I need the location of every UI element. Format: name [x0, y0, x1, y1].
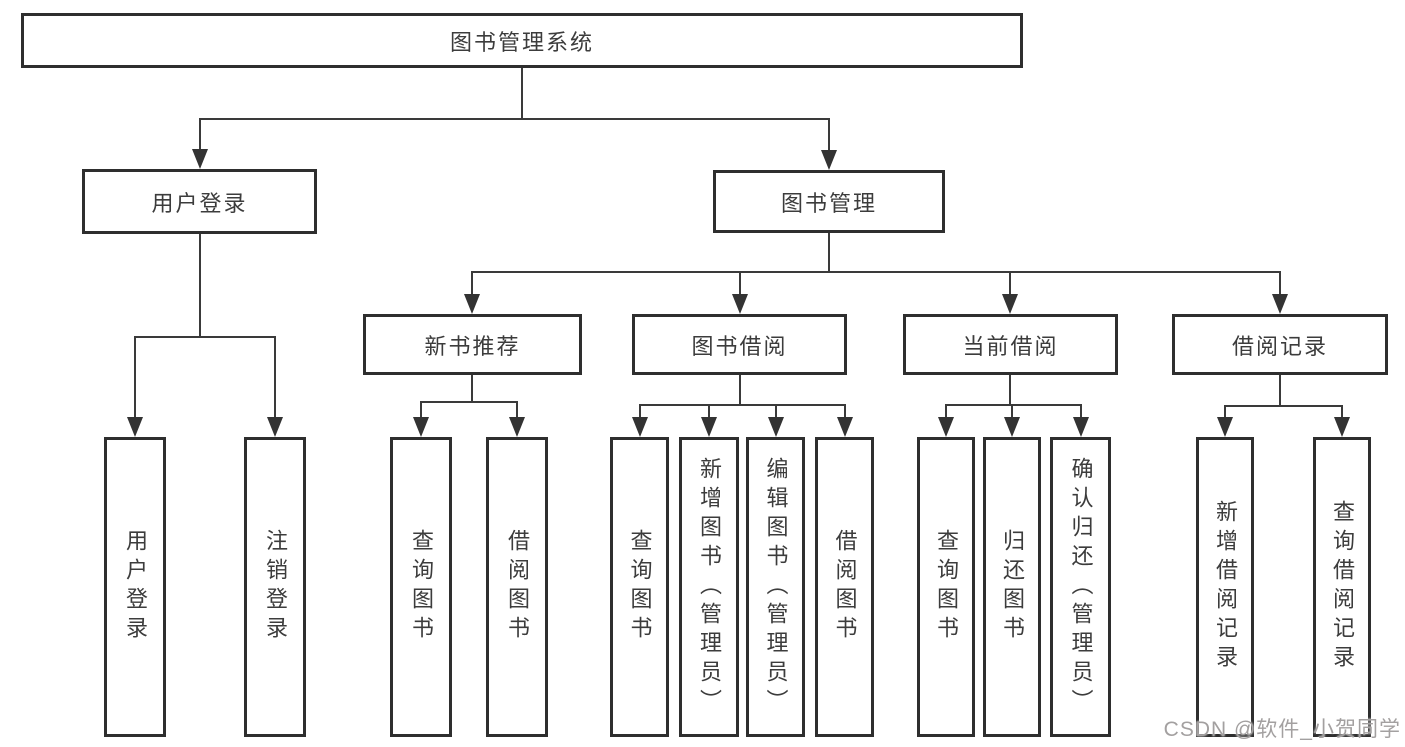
node-new-book-recommendation: 新书推荐: [363, 314, 582, 375]
connector-arrowhead-icon: [464, 294, 480, 314]
connector-line: [1011, 404, 1013, 419]
node-borrowing-records: 借阅记录: [1172, 314, 1388, 375]
connector-arrowhead-icon: [1002, 294, 1018, 314]
node-confirm-return-admin: 确认归还（管理员）: [1050, 437, 1111, 737]
connector-line: [739, 375, 741, 405]
connector-line: [775, 404, 777, 419]
connector-line: [471, 271, 473, 296]
connector-line: [828, 118, 830, 152]
node-borrow-books-borrowing: 借阅图书: [815, 437, 874, 737]
connector-line: [420, 401, 422, 419]
connector-arrowhead-icon: [267, 417, 283, 437]
node-return-books: 归还图书: [983, 437, 1041, 737]
connector-line: [739, 271, 741, 296]
node-book-management: 图书管理: [713, 170, 945, 233]
connector-line: [471, 271, 1281, 273]
node-query-books-borrowing: 查询图书: [610, 437, 669, 737]
connector-line: [945, 404, 1081, 406]
node-query-books-current: 查询图书: [917, 437, 975, 737]
node-add-borrow-record: 新增借阅记录: [1196, 437, 1254, 737]
node-library-management-system: 图书管理系统: [21, 13, 1023, 68]
node-user-login-leaf: 用户登录: [104, 437, 166, 737]
connector-arrowhead-icon: [192, 149, 208, 169]
connector-arrowhead-icon: [837, 417, 853, 437]
node-add-book-admin: 新增图书（管理员）: [679, 437, 739, 737]
connector-arrowhead-icon: [701, 417, 717, 437]
connector-arrowhead-icon: [1217, 417, 1233, 437]
connector-line: [134, 336, 276, 338]
connector-line: [274, 336, 276, 420]
connector-line: [945, 404, 947, 419]
connector-line: [639, 404, 641, 419]
connector-line: [471, 375, 473, 402]
node-book-borrowing: 图书借阅: [632, 314, 847, 375]
node-user-login: 用户登录: [82, 169, 317, 234]
connector-arrowhead-icon: [509, 417, 525, 437]
connector-line: [708, 404, 710, 419]
node-query-books-recommend: 查询图书: [390, 437, 452, 737]
connector-arrowhead-icon: [1004, 417, 1020, 437]
connector-line: [844, 404, 846, 419]
connector-arrowhead-icon: [1073, 417, 1089, 437]
connector-line: [1080, 404, 1082, 419]
connector-line: [521, 68, 523, 119]
connector-arrowhead-icon: [732, 294, 748, 314]
connector-arrowhead-icon: [1272, 294, 1288, 314]
connector-arrowhead-icon: [413, 417, 429, 437]
connector-line: [1279, 271, 1281, 296]
connector-line: [516, 401, 518, 419]
csdn-watermark: CSDN @软件_小贺同学: [1163, 718, 1401, 741]
node-edit-book-admin: 编辑图书（管理员）: [746, 437, 805, 737]
connector-line: [639, 404, 845, 406]
connector-line: [199, 118, 830, 120]
connector-arrowhead-icon: [821, 150, 837, 170]
connector-arrowhead-icon: [768, 417, 784, 437]
connector-arrowhead-icon: [1334, 417, 1350, 437]
connector-line: [1341, 405, 1343, 419]
node-logout-leaf: 注销登录: [244, 437, 306, 737]
connector-line: [199, 234, 201, 337]
node-borrow-books-recommend: 借阅图书: [486, 437, 548, 737]
connector-line: [420, 401, 517, 403]
connector-line: [199, 118, 201, 152]
node-current-borrowing: 当前借阅: [903, 314, 1118, 375]
connector-line: [1279, 375, 1281, 406]
connector-arrowhead-icon: [632, 417, 648, 437]
connector-arrowhead-icon: [127, 417, 143, 437]
connector-line: [134, 336, 136, 420]
connector-line: [828, 233, 830, 272]
connector-arrowhead-icon: [938, 417, 954, 437]
node-query-borrow-record: 查询借阅记录: [1313, 437, 1371, 737]
connector-line: [1009, 271, 1011, 296]
connector-line: [1224, 405, 1342, 407]
connector-line: [1224, 405, 1226, 419]
connector-line: [1009, 375, 1011, 405]
